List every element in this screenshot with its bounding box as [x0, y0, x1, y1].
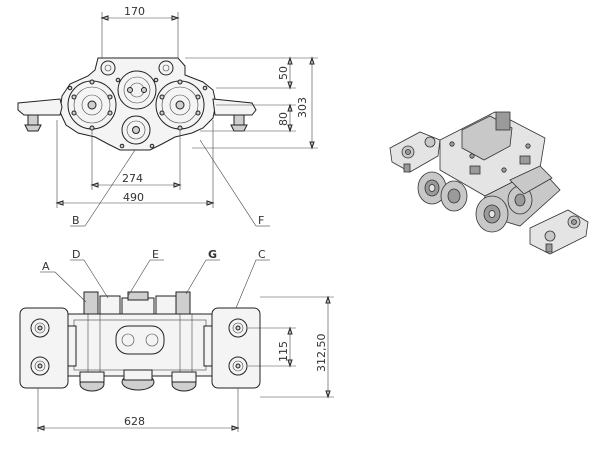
front-view-dimensions: 170 303 50 80 274 490 — [55, 5, 318, 208]
front-view — [17, 57, 257, 151]
dim-115: 115 — [277, 341, 290, 362]
plan-view — [19, 291, 261, 392]
callout-d: D — [72, 248, 80, 261]
dim-490: 490 — [123, 191, 144, 204]
plan-view-callouts: A D E G C — [40, 248, 270, 309]
callout-g: G — [208, 248, 217, 261]
plan-view-dimensions: 628 115 312,50 — [36, 295, 334, 432]
front-view-callouts: B F — [70, 139, 270, 227]
dim-274: 274 — [122, 172, 143, 185]
callout-b: B — [72, 214, 80, 227]
callout-a: A — [42, 260, 50, 273]
dim-303: 303 — [296, 97, 309, 118]
callout-e: E — [152, 248, 159, 261]
callout-f: F — [258, 214, 264, 227]
dim-170: 170 — [124, 5, 145, 18]
dim-80: 80 — [277, 112, 290, 126]
dim-50: 50 — [277, 66, 290, 80]
isometric-render — [389, 111, 589, 255]
dim-628: 628 — [124, 415, 145, 428]
dim-312-50: 312,50 — [315, 334, 328, 373]
callout-c: C — [258, 248, 266, 261]
